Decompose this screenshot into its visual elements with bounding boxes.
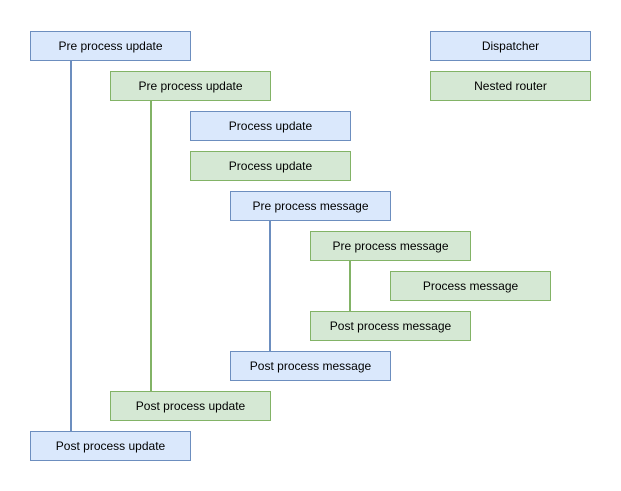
node-label: Pre process message bbox=[332, 239, 449, 253]
node-process-message-green: Process message bbox=[390, 271, 551, 301]
connector-update-green-line bbox=[150, 100, 152, 391]
node-label: Pre process message bbox=[252, 199, 369, 213]
node-label: Process update bbox=[228, 159, 313, 173]
node-pre-process-update-blue: Pre process update bbox=[30, 31, 191, 61]
node-pre-process-message-green: Pre process message bbox=[310, 231, 471, 261]
node-label: Post process message bbox=[329, 319, 452, 333]
node-process-update-green: Process update bbox=[190, 151, 351, 181]
node-post-process-message-blue: Post process message bbox=[230, 351, 391, 381]
node-pre-process-update-green: Pre process update bbox=[110, 71, 271, 101]
node-pre-process-message-blue: Pre process message bbox=[230, 191, 391, 221]
connector-message-green-line bbox=[349, 260, 351, 311]
node-post-process-message-green: Post process message bbox=[310, 311, 471, 341]
connector-update-blue-line bbox=[70, 60, 72, 431]
node-process-update-blue: Process update bbox=[190, 111, 351, 141]
node-label: Nested router bbox=[474, 79, 547, 93]
node-post-process-update-blue: Post process update bbox=[30, 431, 191, 461]
node-label: Pre process update bbox=[58, 39, 163, 53]
node-label: Post process message bbox=[249, 359, 372, 373]
node-label: Process message bbox=[422, 279, 519, 293]
node-label: Post process update bbox=[135, 399, 246, 413]
node-label: Process update bbox=[228, 119, 313, 133]
node-label: Post process update bbox=[55, 439, 166, 453]
node-nested-router-legend: Nested router bbox=[430, 71, 591, 101]
node-label: Dispatcher bbox=[481, 39, 540, 53]
node-label: Pre process update bbox=[138, 79, 243, 93]
node-dispatcher-legend: Dispatcher bbox=[430, 31, 591, 61]
connector-message-blue-line bbox=[269, 220, 271, 351]
node-post-process-update-green: Post process update bbox=[110, 391, 271, 421]
